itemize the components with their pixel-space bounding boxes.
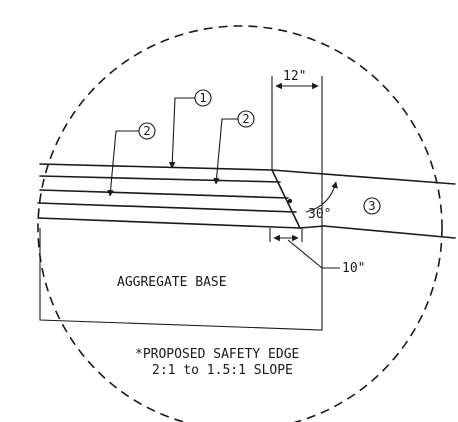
callout-2-right-number: 2 [242,112,249,126]
note-line-2: 2:1 to 1.5:1 SLOPE [152,363,293,378]
dim-10-label: 10" [342,261,365,276]
detail-boundary-circle [37,25,443,422]
aggregate-base-outline [39,228,323,331]
dim-10-leader [287,239,340,269]
callout-1-leader [168,97,195,169]
callout-1-number: 1 [199,91,206,105]
angle-arc [305,181,338,213]
base-course-top [37,202,297,213]
slope-point-marker [287,198,293,204]
aggregate-base-label: AGGREGATE BASE [117,275,227,290]
callout-2-left-leader [107,130,139,197]
surface-course-bottom [39,175,281,183]
callout-3-circle [363,197,381,215]
binder-course-bottom [39,189,289,199]
callout-3-number: 3 [368,199,375,213]
dim-12-label: 12" [283,69,306,84]
callout-2-right-leader [213,118,238,185]
callout-2-left-number: 2 [143,124,150,138]
note-line-1: *PROPOSED SAFETY EDGE [135,347,299,362]
angle-label: 30° [308,207,331,222]
safety-edge-slope [271,169,301,229]
base-course-bottom [37,217,456,239]
